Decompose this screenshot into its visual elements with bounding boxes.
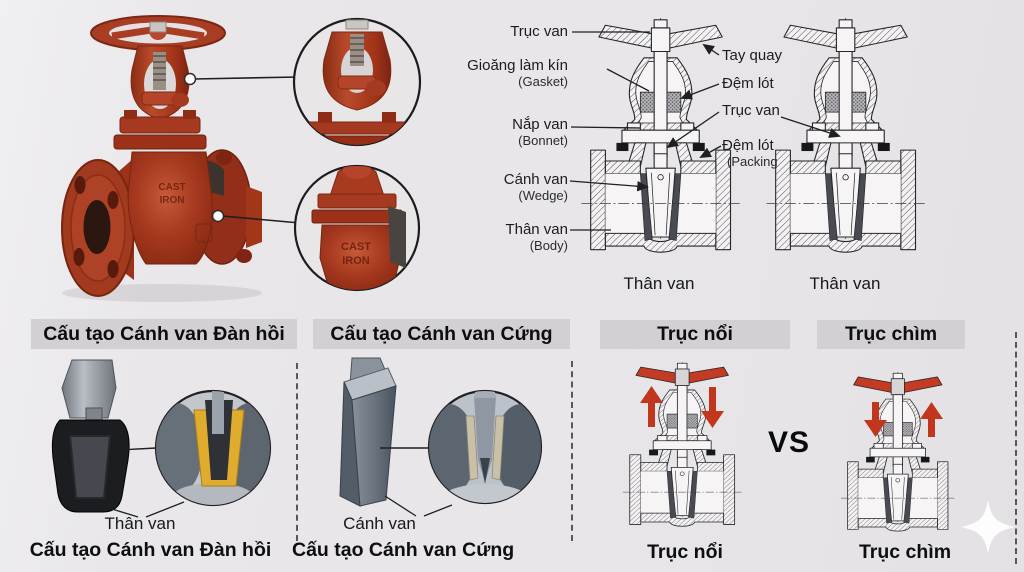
caption-elastic-wedge: Cấu tạo Cánh van Đàn hồi bbox=[29, 539, 272, 561]
non-rising-stem-valve bbox=[840, 371, 955, 532]
caption-valve1-than-van: Thân van bbox=[623, 274, 695, 293]
caption-non-rising-stem: Trục chìm bbox=[858, 541, 952, 563]
label-canh-van: Cánh van bbox=[503, 171, 568, 188]
arrow-down-right-rising bbox=[701, 387, 724, 428]
label-nap-van: Nắp van bbox=[512, 116, 568, 133]
caption-rising-stem: Trục nổi bbox=[647, 541, 723, 563]
label-tay-quay: Tay quay bbox=[722, 47, 783, 64]
part-label-canh-van: Cánh van bbox=[343, 514, 416, 533]
label-gioang-lam-kin: Gioăng làm kín bbox=[467, 57, 568, 74]
separator-3 bbox=[1015, 332, 1017, 564]
embossed-circle-line1: CAST bbox=[341, 241, 371, 253]
header-rigid-wedge: Cấu tạo Cánh van Cứng bbox=[313, 319, 570, 349]
vs-label: VS bbox=[768, 426, 811, 459]
callout-line-top bbox=[193, 76, 300, 80]
caption-rigid-wedge: Cấu tạo Cánh van Cứng bbox=[292, 539, 515, 561]
callout-line-bottom bbox=[221, 215, 301, 224]
leader-lines bbox=[569, 31, 841, 231]
label-dem-lot-1: Đệm lót bbox=[722, 75, 774, 92]
sparkle-icon bbox=[961, 500, 1015, 554]
arrow-up-right-nonrising bbox=[920, 402, 943, 437]
header-elastic-wedge: Cấu tạo Cánh van Đàn hồi bbox=[31, 319, 297, 349]
label-truc-van-left: Trục van bbox=[510, 23, 568, 40]
arrow-down-left-nonrising bbox=[864, 402, 887, 437]
label-bonnet: (Bonnet) bbox=[518, 133, 568, 148]
label-body: (Body) bbox=[529, 238, 568, 253]
callout-dot-top bbox=[183, 72, 197, 86]
rigid-wedge-figure bbox=[339, 357, 543, 517]
red-valve-photo: CAST IRON bbox=[61, 15, 301, 302]
label-gasket: (Gasket) bbox=[518, 74, 568, 89]
header-rising-stem: Trục nổi bbox=[600, 320, 790, 349]
label-than-van: Thân van bbox=[505, 221, 568, 238]
rising-stem-valve bbox=[622, 361, 742, 527]
embossed-circle-line2: IRON bbox=[342, 255, 370, 267]
separator-2 bbox=[571, 361, 573, 541]
label-dem-lot-2: Đệm lót bbox=[722, 137, 774, 154]
label-wedge: (Wedge) bbox=[518, 188, 568, 203]
cross-section-valve-2 bbox=[765, 17, 926, 253]
label-packing: (Packing bbox=[727, 154, 778, 169]
label-truc-van-right: Trục van bbox=[722, 102, 780, 119]
arrow-up-left-rising bbox=[640, 386, 663, 427]
header-non-rising-stem: Trục chìm bbox=[817, 320, 965, 349]
embossed-text-line2: IRON bbox=[160, 195, 185, 206]
callout-dot-bottom bbox=[211, 209, 225, 223]
detail-circle-yoke bbox=[292, 17, 422, 147]
separator-1 bbox=[296, 363, 298, 541]
stem-direction-arrows bbox=[640, 386, 943, 437]
caption-valve2-than-van: Thân van bbox=[809, 274, 881, 293]
detail-circle-body: CAST IRON bbox=[293, 164, 421, 292]
embossed-text-line1: CAST bbox=[158, 182, 185, 193]
elastic-wedge-figure bbox=[51, 359, 272, 518]
part-label-than-van: Thân van bbox=[104, 514, 176, 533]
